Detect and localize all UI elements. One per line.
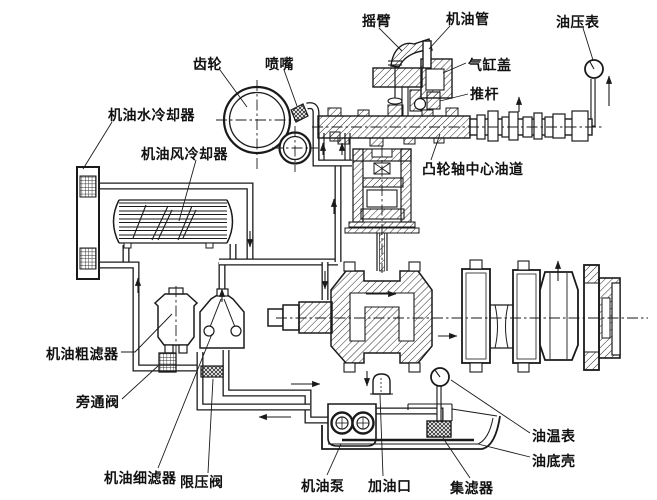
label-nozzle: 喷嘴 — [265, 56, 294, 73]
bypass-valve-shape — [158, 352, 177, 373]
push-rod-ball — [413, 97, 427, 111]
big-end-shape — [330, 270, 433, 364]
label-gear: 齿轮 — [193, 56, 222, 73]
label-oil-filler: 加油口 — [367, 478, 412, 495]
label-pressure-limiting-valve: 限压阀 — [180, 474, 224, 491]
label-oil-strainer: 集滤器 — [449, 480, 494, 497]
label-coarse-oil-filter: 机油粗滤器 — [46, 346, 119, 363]
oil-air-cooler-drawing — [112, 199, 234, 249]
label-fine-oil-filter: 机油细滤器 — [104, 470, 177, 487]
oil-pipe-shape — [422, 40, 432, 69]
crankshaft-drawing — [267, 259, 648, 373]
flow-arrows — [134, 75, 613, 421]
label-oil-water-cooler: 机油水冷却器 — [108, 107, 195, 124]
label-oil-sump: 油底壳 — [532, 453, 576, 470]
label-oil-temperature-gauge: 油温表 — [532, 428, 576, 445]
label-oil-pressure-gauge: 油压表 — [556, 14, 600, 31]
oil-pump-drawing — [327, 403, 377, 447]
gear-drawing — [216, 80, 318, 172]
label-oil-air-cooler: 机油风冷却器 — [141, 146, 228, 163]
pressure-limiting-valve-shape — [200, 365, 224, 378]
oil-water-cooler-drawing — [76, 166, 100, 280]
rocker-head-drawing — [372, 38, 453, 116]
piston-cylinder-drawing — [344, 146, 420, 273]
label-oil-pump: 机油泵 — [301, 478, 345, 495]
crank-throw-shape — [539, 271, 579, 361]
label-bypass-valve: 旁通阀 — [75, 394, 120, 411]
coarse-filter-drawing — [153, 286, 199, 373]
leader-lines — [82, 25, 594, 479]
fine-filter-drawing — [199, 288, 245, 378]
label-camshaft-center-oil-gallery: 凸轮轴中心油道 — [422, 161, 524, 178]
oil-strainer-shape — [426, 420, 452, 438]
oil-sump-drawing — [321, 367, 501, 450]
label-push-rod: 推杆 — [470, 86, 499, 103]
label-rocker-arm: 摇臂 — [362, 13, 391, 30]
labels: 齿轮 喷嘴 摇臂 机油管 油压表 气缸盖 推杆 机油水冷却器 机油风冷却器 凸轮… — [46, 11, 600, 497]
label-cylinder-head: 气缸盖 — [467, 57, 512, 74]
label-oil-pipe: 机油管 — [446, 11, 490, 28]
oil-pressure-gauge-drawing — [584, 59, 604, 79]
nozzle-drawing — [290, 103, 309, 123]
camshaft-drawing — [312, 104, 604, 147]
oil-filler-shape — [372, 373, 391, 395]
